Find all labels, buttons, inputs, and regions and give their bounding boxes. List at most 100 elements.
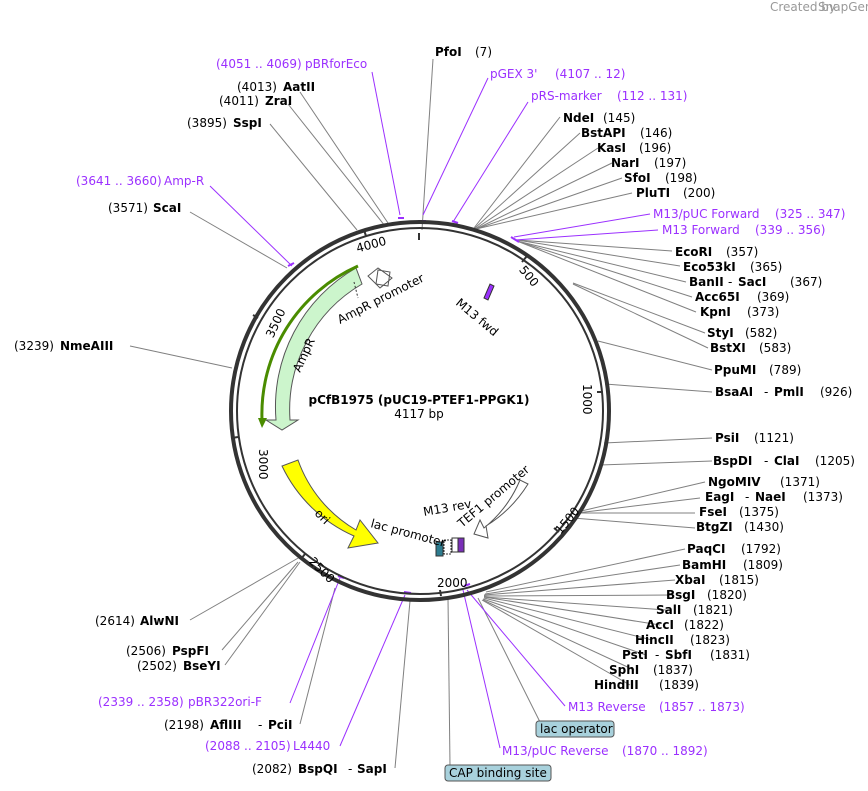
site-pos: (365) [750, 260, 782, 274]
ampr-feature [258, 264, 363, 431]
site-pos: (789) [769, 363, 801, 377]
ori-feature [281, 459, 379, 549]
site-pos: (200) [683, 186, 715, 200]
site-name-2: SapI [357, 762, 387, 776]
site-pos: (1839) [659, 678, 699, 692]
site-name: SspI [233, 116, 262, 130]
site-pos: (926) [820, 385, 852, 399]
site-pos: (1822) [684, 618, 724, 632]
cap-binding-site-label: CAP binding site [449, 766, 547, 780]
site-pos: (582) [745, 326, 777, 340]
site-pos: (2506) [126, 644, 166, 658]
primer-range: (4107 .. 12) [555, 67, 625, 81]
site-name: HincII [635, 633, 674, 647]
primer-range: (2088 .. 2105) [205, 739, 291, 753]
site-name: NgoMIV [708, 475, 761, 489]
lac-region-features [435, 537, 465, 557]
site-name: EcoRI [675, 245, 712, 259]
site-pos: (1375) [739, 505, 779, 519]
primer-range: (112 .. 131) [617, 89, 687, 103]
tick-label-4000: 4000 [355, 234, 388, 255]
site-pos: (7) [475, 45, 492, 59]
site-pos: (583) [759, 341, 791, 355]
site-pos: (196) [639, 141, 671, 155]
lac-promoter-label: lac promoter [369, 516, 447, 549]
backbone-ring [229, 220, 611, 602]
site-pos: (2198) [164, 718, 204, 732]
primer-leader-lines [209, 71, 659, 749]
created-by-text: Created by [770, 0, 836, 14]
site-name: BstAPI [581, 126, 626, 140]
site-name: PfoI [435, 45, 462, 59]
site-pos: (1371) [780, 475, 820, 489]
site-pos: (1831) [710, 648, 750, 662]
primer-name: pBRforEco [305, 57, 367, 71]
site-name: AatII [283, 80, 315, 94]
primer-name: M13 Reverse [568, 700, 646, 714]
site-pos: (1809) [743, 558, 783, 572]
primer-range: (4051 .. 4069) [216, 57, 302, 71]
ring-ticks [231, 229, 603, 597]
site-sep: - [764, 385, 768, 399]
cap-binding-site-box: CAP binding site [444, 764, 552, 782]
site-pos: (1430) [744, 520, 784, 534]
primer-name: pGEX 3' [490, 67, 537, 81]
m13-fwd-feature [483, 283, 495, 301]
site-pos: (3239) [14, 339, 54, 353]
site-name: BstXI [710, 341, 746, 355]
site-pos: (3571) [108, 201, 148, 215]
site-pos: (4013) [237, 80, 277, 94]
site-name: SalI [656, 603, 681, 617]
plasmid-size: 4117 bp [394, 407, 444, 421]
snapgene-logo-text: SnapGene [818, 0, 868, 14]
site-name: PsiI [715, 431, 739, 445]
site-name-2: NaeI [755, 490, 786, 504]
site-name: FseI [699, 505, 727, 519]
site-name: BtgZI [696, 520, 733, 534]
site-name: NmeAIII [60, 339, 113, 353]
primer-name: L4440 [293, 739, 330, 753]
site-name: PstI [622, 648, 648, 662]
site-name: Acc65I [695, 290, 740, 304]
site-pos: (3895) [187, 116, 227, 130]
site-name: EagI [705, 490, 734, 504]
site-name: NdeI [563, 111, 594, 125]
site-sep: - [348, 762, 352, 776]
site-pos: (1823) [690, 633, 730, 647]
tick-label-1000: 1000 [580, 384, 594, 415]
primer-name: pBR322ori-F [188, 695, 262, 709]
site-pos: (1815) [719, 573, 759, 587]
site-name: SphI [609, 663, 639, 677]
site-pos: (2082) [252, 762, 292, 776]
site-pos: (357) [726, 245, 758, 259]
site-name: StyI [707, 326, 734, 340]
tick-label-500: 500 [516, 263, 541, 290]
site-name: BamHI [682, 558, 726, 572]
site-name: AccI [646, 618, 674, 632]
site-pos: (1820) [707, 588, 747, 602]
site-name: KasI [597, 141, 626, 155]
site-name-2: PciI [268, 718, 293, 732]
site-pos: (1792) [741, 542, 781, 556]
plasmid-name: pCfB1975 (pUC19-PTEF1-PPGK1) [309, 393, 530, 407]
site-sep: - [745, 490, 749, 504]
site-name: BspQI [298, 762, 338, 776]
site-name: ScaI [153, 201, 181, 215]
site-name: PaqCI [687, 542, 725, 556]
primer-name: pRS-marker [531, 89, 602, 103]
site-pos: (145) [603, 111, 635, 125]
site-name: PluTI [636, 186, 670, 200]
site-name: PspFI [172, 644, 209, 658]
site-pos: (2502) [137, 659, 177, 673]
site-pos: (1821) [693, 603, 733, 617]
site-pos: (4011) [219, 94, 259, 108]
primer-range: (3641 .. 3660) [76, 174, 162, 188]
primer-range: (1857 .. 1873) [659, 700, 745, 714]
site-name: HindIII [594, 678, 639, 692]
site-pos: (198) [665, 171, 697, 185]
primer-range: (1870 .. 1892) [622, 744, 708, 758]
site-pos: (146) [640, 126, 672, 140]
primer-name: M13/pUC Reverse [502, 744, 609, 758]
